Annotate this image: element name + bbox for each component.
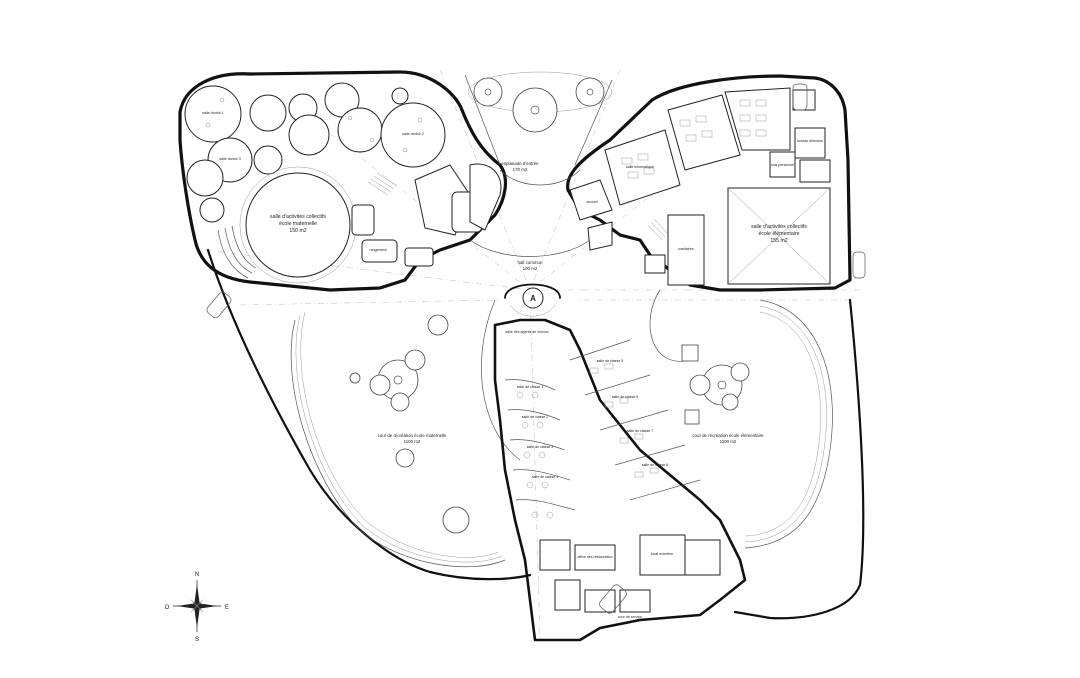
label-classe-4: salle de classe 4: [532, 475, 559, 479]
maternelle-block: [178, 70, 508, 292]
site-boundary: [206, 248, 865, 620]
central-wing: [493, 318, 747, 642]
hall-commun: [469, 169, 591, 317]
label-classe-3: salle de classe 3: [527, 445, 554, 449]
cour-elementaire-label-1: cour de récréation école élémentaire: [692, 433, 764, 438]
compass-icon: N S E O: [165, 572, 229, 643]
label-classe-8: salle de classe 8: [642, 463, 669, 467]
room-labels: salle d'activités collectifs école mater…: [202, 111, 823, 619]
maternelle-activity-label-2: école maternelle: [279, 221, 317, 227]
label-entretien: local entretien: [651, 552, 673, 556]
label-personnel: local personnel: [770, 163, 794, 167]
construction-axes: [204, 69, 860, 641]
label-classe-1: salle de classe 1: [517, 385, 544, 389]
maternelle-activity-label-3: 150 m2: [289, 228, 306, 234]
label-classe-6: salle de classe 6: [612, 395, 639, 399]
compass-n: N: [195, 572, 199, 578]
compass-o: O: [165, 605, 170, 611]
label-agents: salle des agents de service: [505, 330, 548, 334]
compass-s: S: [195, 637, 199, 643]
section-marker-a: A: [530, 294, 536, 303]
label-dortoir-3: salle dortoir 3: [219, 157, 241, 161]
label-classe-7: salle de classe 7: [627, 429, 654, 433]
elementaire-activity-label-3: 155 m2: [770, 238, 787, 244]
cour-elementaire-label-2: 1100 m2: [720, 439, 737, 444]
maternelle-activity-label-1: salle d'activités collectifs: [270, 214, 326, 220]
label-cour-service: cour de service: [618, 615, 642, 619]
label-sanitaires: sanitaires: [678, 247, 694, 251]
elementaire-block: [566, 74, 852, 292]
courtyard-features: [206, 251, 866, 534]
elementaire-activity-label-2: école élémentaire: [759, 231, 800, 237]
elementaire-activity-label-1: salle d'activités collectifs: [751, 224, 807, 230]
label-dortoir-1: salle dortoir 1: [202, 111, 224, 115]
label-classe-2: salle de classe 2: [522, 415, 549, 419]
label-accueil: accueil: [586, 200, 597, 204]
esplanade-label-2: 170 m2: [513, 167, 528, 172]
esplanade: [464, 71, 613, 166]
label-dortoir-2: salle dortoir 2: [402, 132, 424, 136]
label-rangement: rangement: [369, 248, 386, 252]
label-office: office des restauration: [577, 555, 612, 559]
cour-maternelle-label-2: 1100 m2: [404, 439, 421, 444]
cour-maternelle-label-1: cour de récréation école maternelle: [378, 433, 447, 438]
compass-e: E: [225, 605, 229, 611]
label-classe-5: salle de classe 5: [597, 359, 624, 363]
label-informatique: salle informatique: [626, 165, 654, 169]
label-direction: bureau direction: [797, 139, 823, 143]
hall-label-2: 100 m2: [523, 266, 538, 271]
esplanade-label-1: esplanade d'entrée: [501, 161, 539, 166]
hall-label-1: hall commun: [518, 260, 543, 265]
